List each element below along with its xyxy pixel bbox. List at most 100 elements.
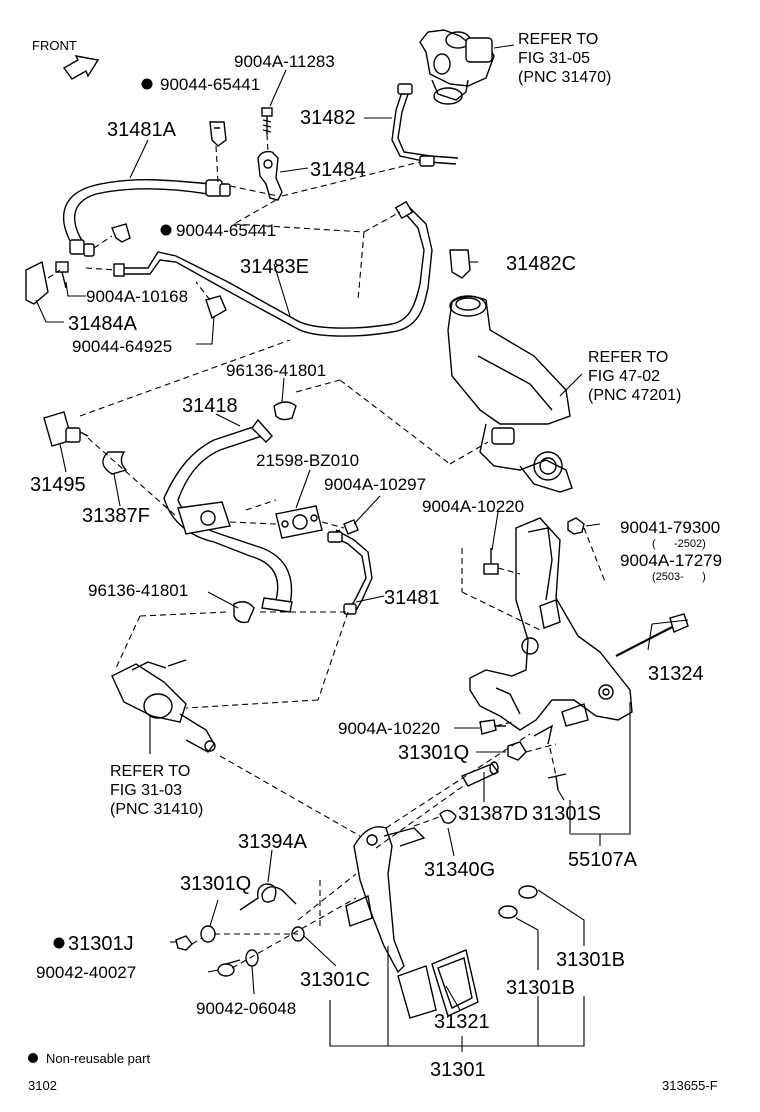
stopper-31301B-upper — [518, 885, 538, 899]
pedal-bracket-55107A — [469, 517, 689, 791]
label-96136-41801-a: 96136-41801 — [226, 361, 326, 380]
label-31394A: 31394A — [238, 831, 308, 853]
label-9004A-10297: 9004A-10297 — [324, 475, 426, 494]
label-31484A: 31484A — [68, 313, 138, 335]
pipe-31481 — [331, 535, 367, 613]
front-indicator: FRONT — [32, 38, 100, 80]
label-96136-41801-b: 96136-41801 — [88, 581, 188, 600]
label-55107A: 55107A — [568, 849, 638, 871]
label-9004A-11283: 9004A-11283 — [234, 52, 335, 71]
label-9004A-17279: 9004A-17279 — [620, 551, 722, 570]
front-arrow-icon — [62, 55, 100, 80]
label-90041-79300: 90041-79300 — [620, 518, 720, 537]
bullet-icon — [160, 224, 172, 236]
leader-lines — [35, 44, 689, 1052]
part-labels: 9004A-11283 90044-65441 31481A 31482 314… — [30, 52, 722, 1081]
clip-31387F — [102, 451, 128, 475]
clip-90044-64925 — [205, 295, 227, 320]
label-21598-BZ010: 21598-BZ010 — [256, 451, 359, 470]
bolt-90042-40027 — [217, 959, 241, 977]
brake-master-reservoir-ref — [447, 295, 573, 493]
label-31482: 31482 — [300, 107, 356, 129]
hose-31481A — [62, 179, 211, 249]
label-31301B-a: 31301B — [556, 949, 625, 971]
label-31481A: 31481A — [107, 119, 177, 141]
switch-31495 — [43, 411, 89, 447]
gasket-21598-BZ010 — [275, 505, 323, 539]
nut-90041-79300 — [567, 517, 585, 535]
front-label: FRONT — [32, 38, 77, 53]
label-31482C: 31482C — [506, 253, 576, 275]
label-31418: 31418 — [182, 395, 238, 417]
bolt-9004A-10220-upper — [483, 548, 499, 575]
label-31324: 31324 — [648, 663, 704, 685]
bullet-icon — [53, 937, 65, 949]
collar-31387D — [460, 761, 500, 787]
pedal-pad-31321 — [397, 949, 479, 1019]
ref2-line3: (PNC 47201) — [588, 387, 681, 404]
label-31495: 31495 — [30, 474, 86, 496]
label-range-2: (2503- ) — [652, 571, 706, 583]
label-31387F: 31387F — [82, 505, 150, 527]
pin-31301S — [547, 773, 567, 791]
ref2-line1: REFER TO — [588, 349, 668, 366]
assembly-dashes — [47, 133, 607, 969]
legend-text: Non-reusable part — [46, 1051, 150, 1066]
label-31481: 31481 — [384, 587, 440, 609]
bolt-9004A-10168 — [55, 261, 69, 289]
footer-right: 313655-F — [662, 1078, 718, 1093]
label-31301Q-a: 31301Q — [398, 742, 469, 764]
label-31301: 31301 — [430, 1059, 486, 1081]
label-31387D: 31387D — [458, 803, 528, 825]
bushing-31301Q-lower — [200, 925, 216, 943]
top-assembly — [25, 29, 495, 337]
ref1-line1: REFER TO — [518, 31, 598, 48]
bolt-9004A-11283 — [261, 107, 273, 134]
label-9004A-10220-a: 9004A-10220 — [422, 497, 524, 516]
bullet-icon — [28, 1053, 38, 1063]
release-cylinder-ref — [111, 659, 216, 753]
washer-90042-06048 — [245, 949, 259, 967]
label-range-1: ( -2502) — [652, 538, 706, 550]
stopper-31301B-lower — [498, 905, 518, 919]
pedal-assembly — [175, 761, 538, 1019]
ref3-line2: FIG 31-03 — [110, 782, 182, 799]
middle-assembly — [43, 401, 373, 753]
nut-31301J — [175, 935, 193, 951]
ref3-line3: (PNC 31410) — [110, 801, 203, 818]
label-31301B-b: 31301B — [506, 977, 575, 999]
label-31483E: 31483E — [240, 256, 309, 278]
ref3-line1: REFER TO — [110, 763, 190, 780]
reference-notes: REFER TO FIG 31-05 (PNC 31470) REFER TO … — [110, 31, 681, 818]
label-90042-06048: 90042-06048 — [196, 999, 296, 1018]
label-31321: 31321 — [434, 1011, 490, 1033]
label-31484: 31484 — [310, 159, 366, 181]
label-31340G: 31340G — [424, 859, 495, 881]
ref2-line2: FIG 47-02 — [588, 368, 660, 385]
bolt-9004A-10220-lower — [479, 719, 506, 735]
pipe-31482 — [391, 91, 457, 165]
ref1-line3: (PNC 31470) — [518, 69, 611, 86]
label-90042-40027: 90042-40027 — [36, 963, 136, 982]
label-90044-65441-b: 90044-65441 — [176, 221, 276, 240]
label-9004A-10168: 9004A-10168 — [86, 287, 188, 306]
label-31301J: 31301J — [68, 933, 134, 955]
ref1-line2: FIG 31-05 — [518, 50, 590, 67]
label-9004A-10220-b: 9004A-10220 — [338, 719, 440, 738]
label-31301S: 31301S — [532, 803, 601, 825]
clamp-96136-41801-lower — [233, 601, 255, 624]
clip-31482C — [449, 249, 471, 279]
label-31301Q-b: 31301Q — [180, 873, 251, 895]
clip-31340G — [439, 809, 457, 824]
pipe-31483E — [120, 211, 425, 329]
bracket-31484 — [257, 150, 283, 201]
label-90044-64925: 90044-64925 — [72, 337, 172, 356]
footer-left: 3102 — [28, 1078, 57, 1093]
spring-31394A — [239, 883, 297, 911]
non-reusable-markers — [28, 78, 172, 1063]
label-31301C: 31301C — [300, 969, 370, 991]
clutch-pedal-arm — [353, 826, 405, 974]
clip-90044-65441-lower — [111, 223, 131, 243]
clamp-96136-41801-upper — [273, 401, 297, 421]
